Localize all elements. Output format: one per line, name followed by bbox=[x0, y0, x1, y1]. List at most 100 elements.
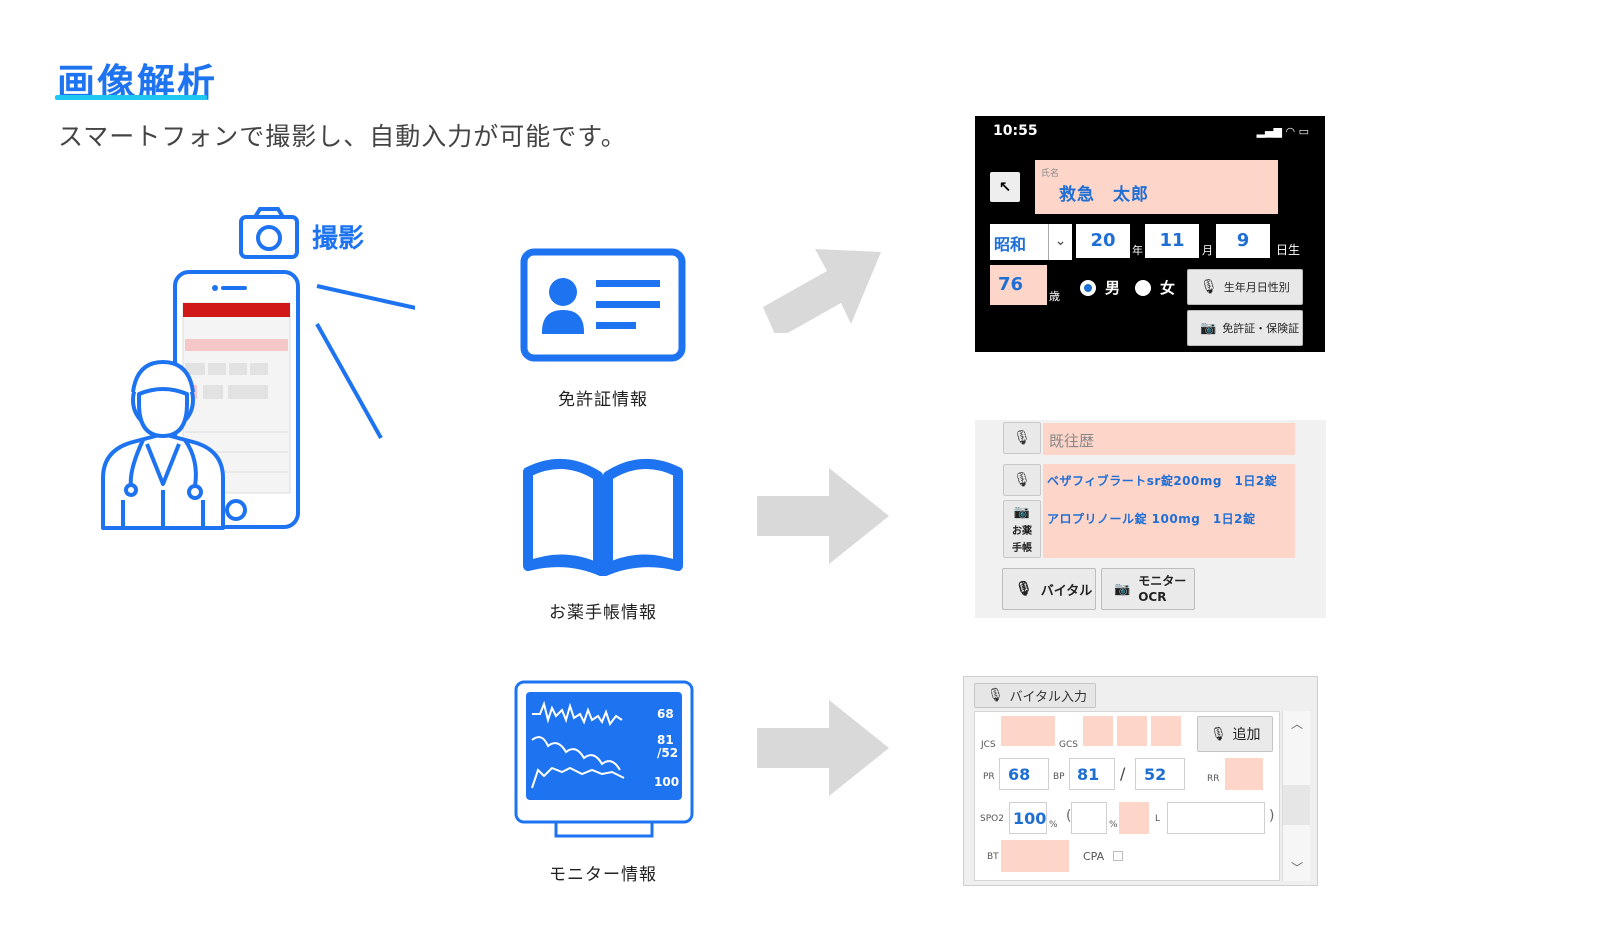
jcs-field[interactable] bbox=[1001, 716, 1055, 746]
vitals-grid: JCS GCS 🎙 追加 PR 68 BP 81 / 52 RR SPO2 10… bbox=[974, 711, 1280, 881]
bp-sys-value: 81 bbox=[1077, 765, 1100, 784]
paren-open: ( bbox=[1066, 808, 1072, 824]
license-form-screen: 10:55 ▂▄▆ ◠ ▭ ↖ 氏名 救急 太郎 昭和 ⌄ 20 年 11 月 … bbox=[975, 116, 1325, 352]
source-label-monitor: モニター情報 bbox=[549, 865, 657, 885]
page-subtitle: スマートフォンで撮影し、自動入力が可能です。 bbox=[58, 122, 627, 151]
o2-field[interactable] bbox=[1071, 802, 1107, 834]
era-select[interactable]: 昭和 ⌄ bbox=[990, 224, 1072, 260]
capture-line-2 bbox=[315, 323, 383, 439]
source-label-handbook: お薬手帳情報 bbox=[549, 603, 657, 623]
camera-icon: 📷 bbox=[1200, 320, 1217, 336]
monitor-icon: 68 81 /52 100 bbox=[514, 680, 694, 838]
vital-input-tab[interactable]: 🎙 バイタル入力 bbox=[974, 683, 1096, 708]
capture-line-1 bbox=[316, 284, 415, 310]
chevron-down-icon: ⌄ bbox=[1048, 224, 1072, 260]
medications-field[interactable]: ベザフィブラートsr錠200mg 1日2錠 アロプリノール錠 100mg 1日2… bbox=[1043, 464, 1295, 558]
o2-pct-field[interactable] bbox=[1119, 802, 1149, 834]
rr-field[interactable] bbox=[1225, 758, 1263, 790]
monitor-ocr-labels: モニター OCR bbox=[1138, 573, 1186, 605]
title-underline bbox=[55, 95, 207, 100]
bp-dia-field[interactable]: 52 bbox=[1135, 758, 1185, 790]
birth-gender-button-label: 生年月日性別 bbox=[1223, 281, 1290, 294]
bp-dia-value: 52 bbox=[1144, 765, 1167, 784]
year-field[interactable]: 20 bbox=[1076, 224, 1130, 258]
age-field[interactable]: 76 bbox=[990, 265, 1047, 305]
status-time: 10:55 bbox=[993, 123, 1038, 139]
doctor-phone-illustration bbox=[101, 207, 415, 530]
license-camera-button[interactable]: 📷 免許証・保険証 bbox=[1187, 310, 1303, 346]
gcs-m-field[interactable] bbox=[1151, 716, 1181, 746]
doctor-icon bbox=[101, 360, 225, 530]
vital-button-label: バイタル bbox=[1040, 583, 1093, 599]
bt-field[interactable] bbox=[1001, 840, 1069, 872]
history-field[interactable]: 既往歴 bbox=[1043, 423, 1295, 455]
gcs-label: GCS bbox=[1059, 740, 1078, 750]
age-unit: 歳 bbox=[1049, 290, 1060, 303]
bp-sys-field[interactable]: 81 bbox=[1069, 758, 1115, 790]
medication-line-1: ベザフィブラートsr錠200mg 1日2錠 bbox=[1047, 474, 1278, 488]
male-radio[interactable] bbox=[1080, 280, 1096, 296]
vitals-form-screen: 🎙 バイタル入力 JCS GCS 🎙 追加 PR 68 BP 81 / 52 R… bbox=[963, 676, 1318, 886]
vital-voice-button[interactable]: 🎙 バイタル bbox=[1002, 568, 1096, 610]
gcs-e-field[interactable] bbox=[1083, 716, 1113, 746]
bp-slash: / bbox=[1120, 764, 1126, 783]
monitor-bp-dia: /52 bbox=[657, 746, 679, 760]
bt-label: BT bbox=[987, 852, 999, 862]
vitals-scrollbar[interactable]: ︿ ﹀ bbox=[1282, 711, 1310, 881]
microphone-icon: 🎙 bbox=[1013, 430, 1031, 446]
l-label: L bbox=[1155, 814, 1161, 824]
rr-label: RR bbox=[1207, 774, 1220, 784]
back-button[interactable]: ↖ bbox=[990, 172, 1020, 202]
era-value: 昭和 bbox=[994, 235, 1027, 254]
name-field[interactable]: 氏名 救急 太郎 bbox=[1035, 160, 1278, 214]
spo2-label: SPO2 bbox=[980, 814, 1004, 824]
handbook-label-2: 手帳 bbox=[1012, 542, 1032, 554]
pr-label: PR bbox=[983, 772, 995, 782]
male-label: 男 bbox=[1105, 279, 1121, 297]
chevron-up-icon[interactable]: ︿ bbox=[1291, 717, 1304, 731]
female-radio[interactable] bbox=[1135, 280, 1151, 296]
monitor-spo2: 100 bbox=[654, 775, 680, 789]
bp-label: BP bbox=[1053, 772, 1065, 782]
status-icons: ▂▄▆ ◠ ▭ bbox=[1257, 125, 1309, 138]
birth-gender-voice-button[interactable]: 🎙 生年月日性別 bbox=[1187, 269, 1303, 305]
microphone-icon: 🎙 bbox=[1013, 472, 1031, 488]
medication-line-2: アロプリノール錠 100mg 1日2錠 bbox=[1047, 512, 1256, 526]
cpa-checkbox[interactable] bbox=[1113, 851, 1123, 861]
meds-mic-button[interactable]: 🎙 bbox=[1003, 464, 1041, 496]
handbook-camera-button[interactable]: 📷 お薬 手帳 bbox=[1003, 500, 1041, 558]
name-value: 救急 太郎 bbox=[1059, 185, 1149, 205]
handbook-label-1: お薬 bbox=[1012, 525, 1032, 537]
monitor-bp-sys: 81 bbox=[657, 733, 674, 747]
vital-input-tab-label: バイタル入力 bbox=[1009, 690, 1087, 705]
chevron-down-icon[interactable]: ﹀ bbox=[1291, 861, 1304, 875]
spo2-field[interactable]: 100 bbox=[1009, 802, 1047, 834]
source-label-license: 免許証情報 bbox=[558, 390, 648, 410]
add-button[interactable]: 🎙 追加 bbox=[1197, 716, 1273, 752]
year-unit: 年 bbox=[1132, 244, 1143, 257]
gcs-v-field[interactable] bbox=[1117, 716, 1147, 746]
history-mic-button[interactable]: 🎙 bbox=[1003, 422, 1041, 454]
microphone-icon: 🎙 bbox=[1210, 726, 1227, 742]
l-field[interactable] bbox=[1167, 802, 1265, 834]
monitor-ocr-button[interactable]: 📷 モニター OCR bbox=[1101, 568, 1195, 610]
paren-close: ) bbox=[1269, 808, 1275, 824]
arrow-icon-2 bbox=[757, 468, 889, 564]
camera-icon: 📷 bbox=[1114, 581, 1131, 597]
pr-field[interactable]: 68 bbox=[999, 758, 1049, 790]
wifi-icon: ◠ bbox=[1285, 125, 1296, 138]
month-unit: 月 bbox=[1202, 244, 1213, 257]
scroll-thumb[interactable] bbox=[1283, 785, 1310, 825]
cpa-label: CPA bbox=[1083, 850, 1105, 863]
arrow-icon-1 bbox=[763, 249, 881, 333]
medication-form-screen: 🎙 既往歴 🎙 📷 お薬 手帳 ベザフィブラートsr錠200mg 1日2錠 アロ… bbox=[975, 420, 1326, 618]
jcs-label: JCS bbox=[981, 740, 996, 750]
spo2-value: 100 bbox=[1013, 809, 1047, 828]
book-icon bbox=[523, 458, 683, 576]
battery-icon: ▭ bbox=[1298, 125, 1309, 138]
month-field[interactable]: 11 bbox=[1145, 224, 1199, 258]
camera-icon bbox=[239, 207, 299, 259]
camera-icon: 📷 bbox=[1013, 504, 1031, 520]
day-field[interactable]: 9 bbox=[1216, 224, 1270, 258]
monitor-ocr-label-1: モニター bbox=[1138, 574, 1187, 588]
